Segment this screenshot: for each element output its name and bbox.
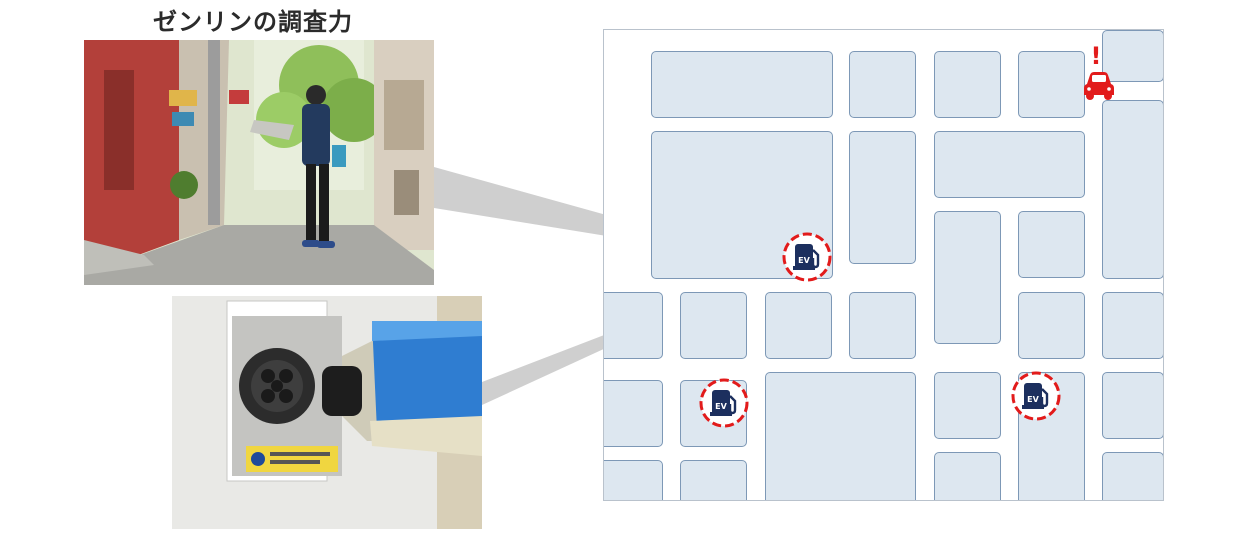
alert-mark: !	[1091, 42, 1102, 70]
ev-charger-icon: EV	[699, 378, 749, 428]
map-block	[765, 372, 916, 500]
charger-plug-photo	[172, 296, 482, 529]
map-block	[680, 292, 747, 359]
ev-station-label: EV	[715, 402, 727, 411]
map-block	[849, 292, 916, 359]
ev-charger-icon: EV	[782, 232, 832, 282]
car-alert-icon: !	[1080, 40, 1118, 102]
map-block	[934, 51, 1001, 118]
map-block	[680, 460, 747, 500]
map-block	[934, 452, 1001, 500]
ev-charger-icon: EV	[1011, 371, 1061, 421]
map-block	[765, 292, 832, 359]
map-block	[1102, 452, 1163, 500]
car-icon: !	[1084, 42, 1114, 100]
map-block	[651, 51, 833, 118]
map-block	[604, 292, 663, 359]
map-block	[1102, 100, 1163, 279]
map-block	[1018, 211, 1085, 278]
map-block	[934, 372, 1001, 439]
ev-station-marker[interactable]: EV	[699, 378, 749, 428]
map-block	[934, 131, 1085, 198]
map-block	[1102, 30, 1163, 82]
ev-station-label: EV	[798, 256, 810, 265]
map-block	[1018, 292, 1085, 359]
map-block	[849, 131, 916, 264]
map-block	[849, 51, 916, 118]
ev-charging-plug-illustration	[172, 296, 482, 529]
ev-station-marker[interactable]: EV	[782, 232, 832, 282]
map-block	[604, 460, 663, 500]
map-block	[1102, 292, 1163, 359]
field-survey-photo	[84, 40, 434, 285]
street-map: EV EV EV !	[603, 29, 1164, 501]
map-block	[1102, 372, 1163, 439]
map-block	[1018, 51, 1085, 118]
surveyor-street-illustration	[84, 40, 434, 285]
ev-station-label: EV	[1027, 395, 1039, 404]
ev-station-marker[interactable]: EV	[1011, 371, 1061, 421]
map-block	[604, 380, 663, 447]
map-block	[934, 211, 1001, 344]
page-title: ゼンリンの調査力	[153, 8, 353, 36]
